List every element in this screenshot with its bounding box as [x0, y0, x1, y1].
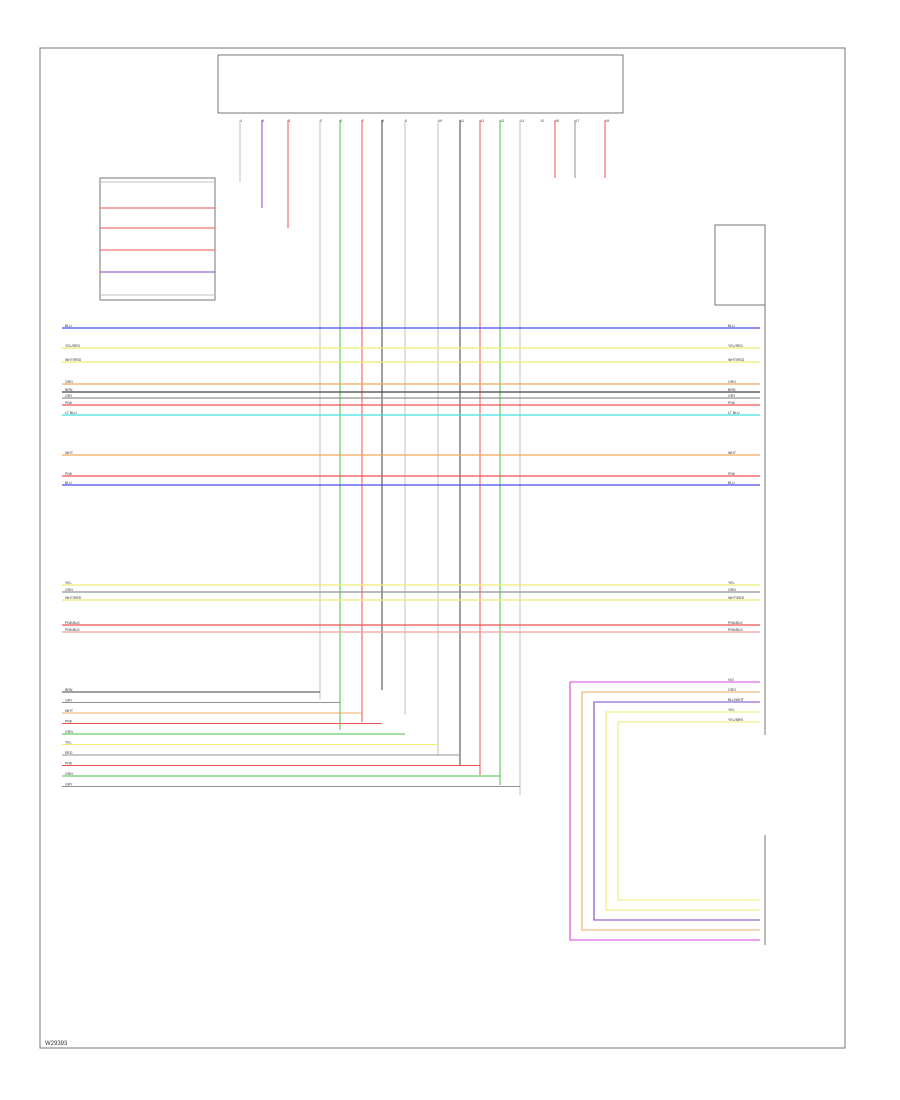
wire-label-right: PNK: [728, 472, 736, 476]
bottom-wire-label: GRN: [65, 772, 73, 776]
right-upper-component: [714, 224, 766, 306]
top-pin-label: 5: [320, 120, 322, 124]
wire-label-right: BLU: [728, 481, 735, 485]
wire-label-right: BRN: [728, 388, 736, 392]
wire-label-right: LT BLU: [728, 411, 740, 415]
wire-label-left: ORG: [65, 380, 73, 384]
wire-label-left: WHT: [65, 451, 74, 455]
wire-label-right: GRY: [728, 394, 736, 398]
top-pin-label: 1: [240, 120, 242, 124]
wire-label-left: GRN: [65, 588, 73, 592]
bus-wire: [605, 711, 760, 911]
wire-label-left: PNK/BLK: [65, 621, 80, 625]
wire-label-left: BRN: [65, 388, 73, 392]
wire-label-right: YEL: [728, 581, 735, 585]
top-pin-label: 3: [288, 120, 290, 124]
diagram-code: W29393: [45, 1041, 68, 1047]
bus-wire: [593, 701, 760, 921]
top-pin-label: 6: [340, 120, 342, 124]
top-pin-label: 15: [540, 120, 544, 124]
bus-wire: [581, 691, 760, 931]
wire-label-right: PNK: [728, 401, 736, 405]
wire-label-right: GRN: [728, 588, 736, 592]
wire-label-right: WHT/RED: [728, 596, 745, 600]
wire-label-left: PNK: [65, 472, 73, 476]
top-pin-label: 11: [460, 120, 464, 124]
top-pin-label: 2: [262, 120, 264, 124]
top-pin-label: 14: [520, 120, 524, 124]
wire-label-left: GRY: [65, 394, 73, 398]
wire-label-right: YEL/RED: [728, 344, 743, 348]
diagram-frame: [39, 47, 846, 1049]
wire-label-left: BLU: [65, 481, 72, 485]
wire-label-left: WHT/RED: [65, 596, 82, 600]
top-pin-label: 7: [362, 120, 364, 124]
wire-label-right: BLU: [728, 324, 735, 328]
wire-label-left: YEL: [65, 581, 72, 585]
wire-label-right: PNK/BLK: [728, 621, 743, 625]
bottom-wire-label: RED: [65, 751, 73, 755]
wire-label-left: PNK/BLK: [65, 628, 80, 632]
wire-label-left: YEL/RED: [65, 344, 80, 348]
bottom-wire-label: PNK: [65, 720, 73, 724]
top-pin-label: 9: [405, 120, 407, 124]
bottom-wires: BRN GRY WHT PNK GRN YEL RED PNK GRN GRY: [62, 688, 520, 788]
top-connector: [217, 54, 624, 114]
bus-wire: [617, 721, 760, 901]
wire-label-right: ORG: [728, 380, 736, 384]
wire-label-right: WHT/RED: [728, 358, 745, 362]
lower-bus-wires: VIO ORG BLU/WHT YEL YEL/BRN: [569, 678, 760, 941]
wire-label-right: WHT: [728, 451, 737, 455]
top-pin-label: 18: [605, 120, 609, 124]
top-pin-label: 16: [555, 120, 559, 124]
top-pin-label: 12: [480, 120, 484, 124]
horizontal-wires: BLU BLU YEL/RED YEL/RED WHT/RED WHT/RED ORG ORG…: [62, 181, 760, 633]
bottom-wire-label: BRN: [65, 688, 73, 692]
bus-wire: [569, 681, 760, 941]
bottom-wire-label: WHT: [65, 709, 74, 713]
bus-wire-label: YEL: [728, 708, 735, 712]
top-pin-label: 13: [500, 120, 504, 124]
bottom-wire-label: GRY: [65, 783, 73, 787]
bottom-wire-label: YEL: [65, 741, 72, 745]
top-pin-label: 8: [382, 120, 384, 124]
bus-wire-label: YEL/BRN: [728, 718, 743, 722]
bottom-wire-label: GRN: [65, 730, 73, 734]
wire-label-left: WHT/RED: [65, 358, 82, 362]
wire-label-right: PNK/BLK: [728, 628, 743, 632]
wire-label-left: BLU: [65, 324, 72, 328]
bottom-wire-label: PNK: [65, 762, 73, 766]
top-pin-label: 17: [575, 120, 579, 124]
bottom-wire-label: GRY: [65, 699, 73, 703]
bus-wire-label: BLU/WHT: [728, 698, 745, 702]
top-pin-label: 10: [438, 120, 442, 124]
wire-label-left: PNK: [65, 401, 73, 405]
left-connector: [99, 177, 216, 301]
wire-label-left: LT BLU: [65, 411, 77, 415]
bus-wire-label: VIO: [728, 678, 734, 682]
vertical-wires: [239, 120, 606, 795]
bus-wire-label: ORG: [728, 688, 736, 692]
